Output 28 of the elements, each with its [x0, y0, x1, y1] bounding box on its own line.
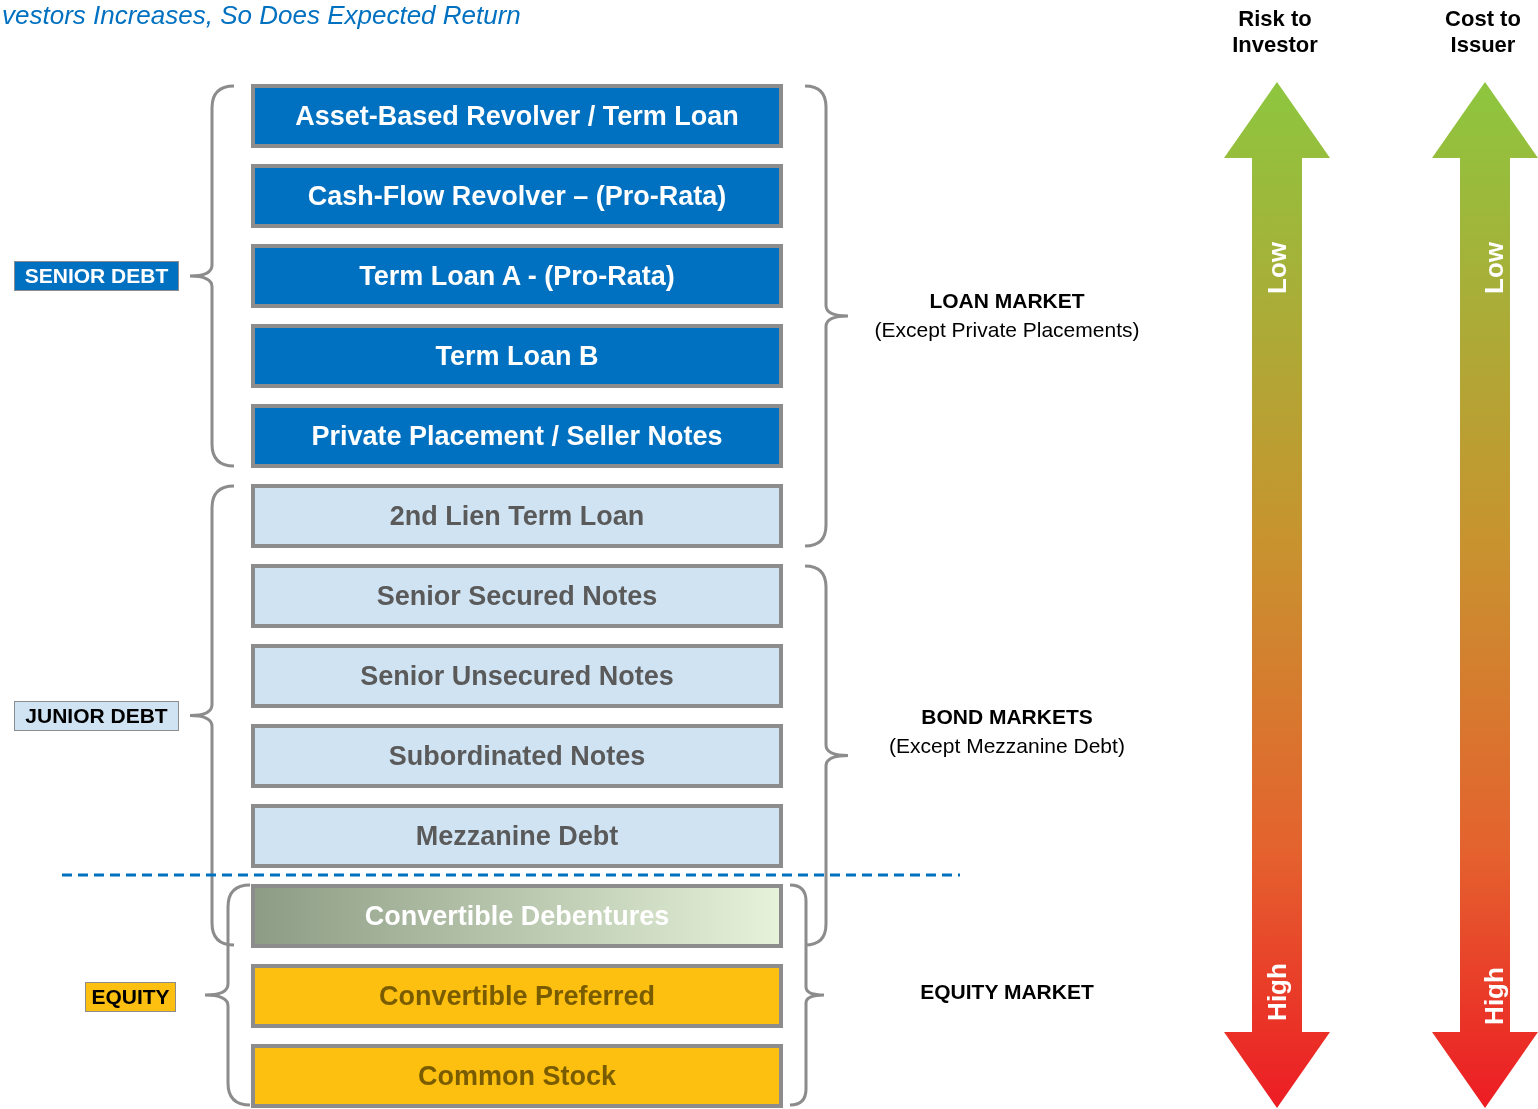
tranche-box: Senior Unsecured Notes	[251, 644, 783, 708]
tranche-box: Convertible Preferred	[251, 964, 783, 1028]
market-label: (Except Mezzanine Debt)	[888, 734, 1126, 758]
market-label: (Except Private Placements)	[873, 318, 1141, 342]
market-label: EQUITY MARKET	[919, 980, 1095, 1004]
column-heading: Risk to Investor	[1231, 6, 1319, 58]
scale-label: High	[1262, 962, 1292, 1023]
tranche-box: 2nd Lien Term Loan	[251, 484, 783, 548]
tranche-box: Subordinated Notes	[251, 724, 783, 788]
tranche-box: Cash-Flow Revolver – (Pro-Rata)	[251, 164, 783, 228]
tranche-box: Common Stock	[251, 1044, 783, 1108]
tranche-box: Convertible Debentures	[251, 884, 783, 948]
scale-label: High	[1479, 966, 1509, 1027]
category-tag: SENIOR DEBT	[14, 261, 179, 291]
column-heading: Cost to Issuer	[1444, 6, 1522, 58]
tranche-box: Term Loan A - (Pro-Rata)	[251, 244, 783, 308]
category-tag: JUNIOR DEBT	[14, 701, 179, 731]
scale-label: Low	[1262, 241, 1292, 296]
category-tag: EQUITY	[85, 982, 176, 1012]
market-label: BOND MARKETS	[920, 705, 1094, 729]
tranche-box: Senior Secured Notes	[251, 564, 783, 628]
title: vestors Increases, So Does Expected Return	[2, 0, 521, 31]
scale-label: Low	[1479, 241, 1509, 296]
tranche-box: Asset-Based Revolver / Term Loan	[251, 84, 783, 148]
market-label: LOAN MARKET	[928, 289, 1086, 313]
tranche-box: Mezzanine Debt	[251, 804, 783, 868]
tranche-box: Private Placement / Seller Notes	[251, 404, 783, 468]
tranche-box: Term Loan B	[251, 324, 783, 388]
